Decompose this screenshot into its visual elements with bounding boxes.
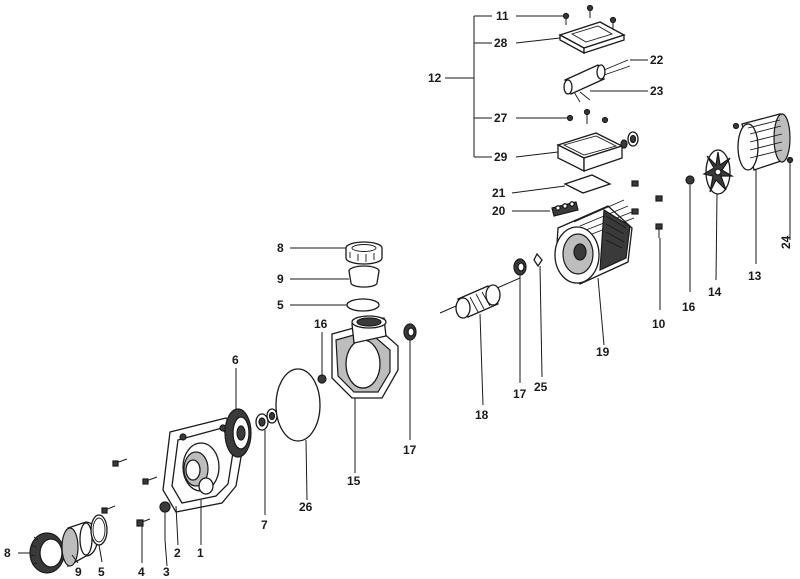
callout-16-left: 16 [314, 317, 328, 331]
callout-4: 4 [138, 565, 145, 579]
part-front-cover [162, 417, 245, 513]
callout-3: 3 [163, 565, 170, 579]
part-screw-24 [786, 156, 794, 164]
part-flange-bolts [101, 458, 158, 514]
part-motor-body [554, 199, 635, 285]
callout-12: 12 [428, 71, 442, 85]
callout-20: 20 [492, 204, 506, 218]
part-bearing-front [403, 323, 417, 341]
callout-5-lower: 5 [98, 565, 105, 579]
part-screws-27 [566, 108, 609, 124]
part-impeller [224, 408, 252, 458]
callout-6: 6 [232, 353, 239, 367]
part-fan-cover-screw [732, 122, 740, 130]
part-capacitor [563, 59, 631, 103]
callout-13: 13 [748, 269, 762, 283]
part-spring-washer [533, 252, 543, 268]
callout-7: 7 [261, 518, 268, 532]
callout-18: 18 [475, 408, 489, 422]
callout-8-upper: 8 [277, 241, 284, 255]
part-cooling-fan [702, 149, 735, 195]
callout-15: 15 [347, 474, 361, 488]
part-bearing-rear [513, 258, 527, 276]
part-casing-o-ring [275, 368, 321, 442]
callout-21: 21 [492, 186, 506, 200]
callout-9-upper: 9 [277, 272, 284, 286]
callout-17-right: 17 [513, 387, 527, 401]
part-pump-casing [331, 315, 399, 399]
part-o-ring-upper [346, 298, 380, 312]
part-nut-16-right [685, 175, 695, 185]
callout-23: 23 [650, 84, 664, 98]
part-union-nut-upper [345, 241, 383, 265]
part-bolts-10 [631, 180, 663, 238]
callout-1: 1 [197, 546, 204, 560]
callout-labels: 8 9 5 4 3 2 1 6 7 26 15 16 8 9 5 17 18 1… [4, 9, 793, 579]
callout-5-upper: 5 [277, 298, 284, 312]
callout-10: 10 [652, 317, 666, 331]
callout-24: 24 [779, 235, 793, 249]
callout-2: 2 [174, 546, 181, 560]
part-screws-11 [562, 4, 617, 29]
callout-28: 28 [494, 36, 508, 50]
leader-lines [18, 15, 791, 567]
part-rotor-shaft [439, 277, 521, 319]
part-tail-piece-upper [348, 265, 380, 288]
callout-14: 14 [708, 285, 722, 299]
callout-29: 29 [494, 150, 508, 164]
callout-8-lower: 8 [4, 546, 11, 560]
part-union-nut-lower [29, 532, 65, 574]
part-plug-16-left [317, 374, 327, 384]
callout-22: 22 [650, 53, 664, 67]
part-drain-plug [159, 501, 171, 540]
callout-19: 19 [596, 345, 610, 359]
callout-16-right: 16 [682, 300, 696, 314]
part-terminal-cover [558, 21, 626, 55]
part-gasket [563, 174, 612, 194]
callout-11: 11 [496, 9, 509, 23]
part-bolt-4 [136, 518, 151, 527]
callout-26: 26 [299, 500, 313, 514]
part-o-ring-lower [90, 514, 108, 546]
part-terminal-box [556, 131, 639, 173]
callout-9-lower: 9 [75, 565, 82, 579]
callout-27: 27 [494, 111, 508, 125]
part-mechanical-seal [255, 408, 278, 431]
part-terminal-block [551, 201, 579, 217]
callout-17-left: 17 [403, 443, 417, 457]
callout-25: 25 [534, 380, 548, 394]
part-fan-cover [737, 113, 791, 171]
part-tail-piece-lower [61, 521, 98, 568]
